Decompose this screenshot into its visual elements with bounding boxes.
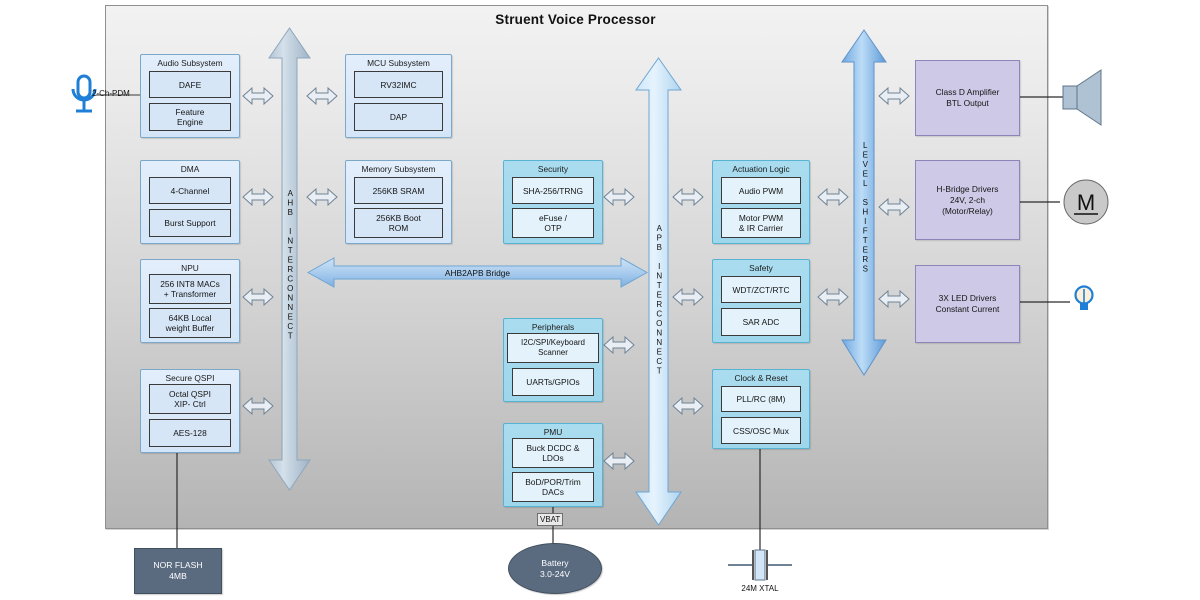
block-led-drivers[interactable]: 3X LED Drivers Constant Current (915, 265, 1020, 343)
vbat-label: VBAT (537, 513, 564, 526)
sub-buck-dcdc-ldos[interactable]: Buck DCDC & LDOs (511, 438, 595, 468)
block-clock-reset[interactable]: Clock & Reset PLL/RC (8M) CSS/OSC Mux (712, 369, 810, 449)
block-title: Safety (749, 263, 773, 273)
motor-icon: M (1063, 179, 1109, 225)
block-actuation-logic[interactable]: Actuation Logic Audio PWM Motor PWM & IR… (712, 160, 810, 244)
block-pmu[interactable]: PMU Buck DCDC & LDOs BoD/POR/Trim DACs (503, 423, 603, 507)
sub-wdt-zct-rtc[interactable]: WDT/ZCT/RTC (720, 276, 802, 303)
block-title: Audio Subsystem (157, 58, 223, 68)
block-title: Memory Subsystem (361, 164, 436, 174)
page-title: Struent Voice Processor (495, 12, 656, 27)
sub-sram[interactable]: 256KB SRAM (354, 177, 443, 204)
block-npu[interactable]: NPU 256 INT8 MACs + Transformer 64KB Loc… (140, 259, 240, 343)
led-bulb-icon (1074, 285, 1094, 310)
speaker-icon (1062, 69, 1102, 126)
nor-flash-block[interactable]: NOR FLASH 4MB (134, 548, 222, 594)
ahb-bus-label-wrap: AHB INTERCONNECT (277, 150, 302, 380)
sub-motor-pwm-ir[interactable]: Motor PWM & IR Carrier (720, 208, 802, 238)
block-title: DMA (180, 164, 200, 174)
sub-audio-pwm[interactable]: Audio PWM (720, 177, 802, 204)
apb-bus-label-wrap: APB INTERCONNECT (646, 185, 671, 415)
sub-4-channel[interactable]: 4-Channel (148, 177, 232, 204)
sub-sar-adc[interactable]: SAR ADC (720, 308, 802, 336)
block-safety[interactable]: Safety WDT/ZCT/RTC SAR ADC (712, 259, 810, 343)
level-shifters-label-wrap: LEVEL SHIFTERS (852, 110, 877, 305)
battery-block[interactable]: Battery 3.0-24V (508, 543, 602, 594)
sub-sha256-trng[interactable]: SHA-256/TRNG (511, 177, 595, 204)
block-title: Clock & Reset (734, 373, 788, 383)
block-title: MCU Subsystem (367, 58, 430, 68)
block-title: Security (537, 164, 569, 174)
sub-boot-rom[interactable]: 256KB Boot ROM (354, 208, 443, 238)
sub-aes-128[interactable]: AES-128 (148, 419, 232, 447)
svg-text:M: M (1077, 190, 1095, 215)
ahb2apb-bridge-label: AHB2APB Bridge (444, 267, 511, 278)
level-shifters-label: LEVEL SHIFTERS (860, 141, 870, 274)
sub-i2c-spi-keyboard[interactable]: I2C/SPI/Keyboard Scanner (506, 333, 600, 363)
apb-bus-label: APB INTERCONNECT (654, 224, 664, 376)
ahb-bus-label: AHB INTERCONNECT (285, 189, 295, 341)
block-audio-subsystem[interactable]: Audio Subsystem DAFE Feature Engine (140, 54, 240, 138)
block-title: Secure QSPI (165, 373, 215, 383)
sub-dafe[interactable]: DAFE (148, 71, 232, 98)
sub-rv32imc[interactable]: RV32IMC (354, 71, 443, 98)
block-title: Peripherals (531, 322, 575, 332)
sub-mac-array[interactable]: 256 INT8 MACs + Transformer (148, 274, 232, 304)
block-secure-qspi[interactable]: Secure QSPI Octal QSPI XIP- Ctrl AES-128 (140, 369, 240, 453)
block-h-bridge-drivers[interactable]: H-Bridge Drivers 24V, 2-ch (Motor/Relay) (915, 160, 1020, 240)
block-title: Actuation Logic (732, 164, 790, 174)
sub-dap[interactable]: DAP (354, 103, 443, 131)
mic-label: 2-Ch-PDM (92, 89, 130, 98)
sub-pll-rc[interactable]: PLL/RC (8M) (720, 386, 802, 412)
block-title: NPU (181, 263, 199, 273)
sub-bod-por-trim-dacs[interactable]: BoD/POR/Trim DACs (511, 472, 595, 502)
block-peripherals[interactable]: Peripherals I2C/SPI/Keyboard Scanner UAR… (503, 318, 603, 402)
sub-efuse-otp[interactable]: eFuse / OTP (511, 208, 595, 238)
sub-css-osc-mux[interactable]: CSS/OSC Mux (720, 417, 802, 444)
sub-feature-engine[interactable]: Feature Engine (148, 103, 232, 131)
crystal-icon (728, 549, 792, 581)
sub-burst-support[interactable]: Burst Support (148, 209, 232, 237)
sub-octal-qspi[interactable]: Octal QSPI XIP- Ctrl (148, 384, 232, 414)
sub-uarts-gpios[interactable]: UARTs/GPIOs (511, 368, 595, 396)
block-security[interactable]: Security SHA-256/TRNG eFuse / OTP (503, 160, 603, 244)
block-mcu-subsystem[interactable]: MCU Subsystem RV32IMC DAP (345, 54, 452, 138)
block-memory-subsystem[interactable]: Memory Subsystem 256KB SRAM 256KB Boot R… (345, 160, 452, 244)
xtal-label: 24M XTAL (741, 584, 779, 593)
sub-weight-buffer[interactable]: 64KB Local weight Buffer (148, 308, 232, 338)
block-dma[interactable]: DMA 4-Channel Burst Support (140, 160, 240, 244)
bridge-label-wrap: AHB2APB Bridge (330, 262, 625, 283)
block-class-d-amplifier[interactable]: Class D Amplifier BTL Output (915, 60, 1020, 136)
block-title: PMU (543, 427, 563, 437)
